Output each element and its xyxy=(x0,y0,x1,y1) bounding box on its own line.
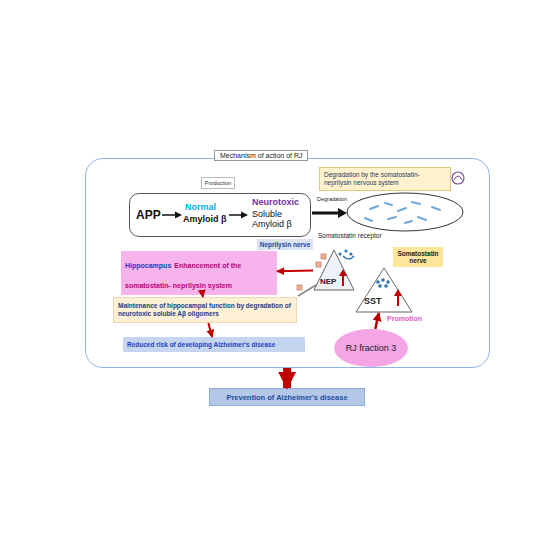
fragment xyxy=(398,208,406,211)
flow-connector xyxy=(277,269,313,272)
fragment xyxy=(370,206,378,209)
somatostatin-dot xyxy=(338,252,341,255)
neuron-triangle: SST xyxy=(355,267,413,313)
process-box: HippocampusEnhancement of the somatostat… xyxy=(121,251,277,295)
source-ellipse: RJ fraction 3 xyxy=(334,329,408,367)
increase-arrow xyxy=(342,275,344,286)
logo-mark xyxy=(454,176,462,180)
flow-connector xyxy=(283,368,291,388)
node-text: Production xyxy=(205,180,231,186)
fragment-ellipse xyxy=(347,193,463,231)
somatostatin-dot xyxy=(386,280,390,284)
flow-arrow xyxy=(162,214,176,216)
increase-arrow xyxy=(397,295,399,306)
node-text: RJ fraction 3 xyxy=(345,343,397,353)
arrow-label: Degradation xyxy=(316,196,348,202)
arrow-head xyxy=(175,212,182,219)
fragment xyxy=(432,207,440,210)
node-text: Neurotoxic xyxy=(252,197,299,207)
note-box: Degradation by the somatostatin-neprilys… xyxy=(319,167,451,191)
node-text: Prevention of Alzheimer's disease xyxy=(226,393,347,402)
node-text: APP xyxy=(136,208,161,222)
somatostatin-dot xyxy=(384,284,388,288)
neprilysin-molecule xyxy=(321,254,326,259)
node-text: Reduced risk of developing Alzheimer's d… xyxy=(127,341,275,348)
nerve-label-box: Neprilysin nerve xyxy=(257,239,313,250)
somatostatin-dot xyxy=(381,278,385,282)
part-label: Somatostatin receptor xyxy=(318,232,382,239)
node-text: Hippocampus xyxy=(125,262,171,269)
node-text: Degradation by the somatostatin-neprilys… xyxy=(324,171,446,187)
shape-outline xyxy=(356,268,412,312)
fragment xyxy=(365,218,372,221)
arrow-head xyxy=(394,289,402,296)
node-text: SST xyxy=(364,296,382,306)
node-text: Amyloid β xyxy=(183,214,227,224)
fragment xyxy=(418,217,426,220)
process-box: APP NormalAmyloid β NeurotoxicSoluble Amyl… xyxy=(129,193,311,237)
neprilysin-molecule xyxy=(316,262,321,267)
amyloid-fragments xyxy=(365,202,440,223)
frame-box: Mechanism of action of RJProductionAPPNo… xyxy=(85,158,490,368)
somatostatin-dot xyxy=(378,284,382,288)
fragment xyxy=(388,217,396,219)
arrow-head xyxy=(339,269,347,276)
neprilysin-molecule xyxy=(297,285,302,290)
nerve-label-box: Somatostatin nerve xyxy=(393,247,443,267)
node-text: Soluble Amyloid β xyxy=(252,209,306,230)
somatostatin-dot xyxy=(344,249,347,252)
fragment xyxy=(385,203,392,205)
result-box: Reduced risk of developing Alzheimer's d… xyxy=(123,337,305,352)
shape-outline xyxy=(355,267,413,313)
result-box: Prevention of Alzheimer's disease xyxy=(209,388,365,406)
somatostatin-dot xyxy=(376,280,380,284)
node-text: Maintenance of hippocampal function by d… xyxy=(118,302,292,318)
fragment xyxy=(412,202,420,204)
node-text: Somatostatin nerve xyxy=(395,250,441,265)
neuron-triangle: NEP xyxy=(313,249,355,291)
somatostatin-receptor xyxy=(343,256,354,259)
flow-connector xyxy=(375,313,379,329)
node-text: NEP xyxy=(320,277,336,286)
arrow-head xyxy=(241,212,248,219)
somatostatin-dot xyxy=(349,252,352,255)
flow-connector xyxy=(208,323,212,337)
logo-mark xyxy=(452,172,464,184)
shape-outline xyxy=(314,250,354,290)
flow-connector xyxy=(202,295,204,297)
process-box: Maintenance of hippocampal function by d… xyxy=(113,297,297,323)
node-text: Neprilysin nerve xyxy=(260,241,311,248)
nerve-process xyxy=(298,285,316,296)
flow-arrow xyxy=(229,214,242,216)
edge-label: Promotion xyxy=(387,315,422,322)
arrow-head xyxy=(338,208,347,218)
degradation-arrow xyxy=(312,212,339,215)
shape-outline xyxy=(334,329,408,367)
fragment xyxy=(405,221,412,223)
node-text: Normal xyxy=(185,202,216,212)
process-box: Production xyxy=(201,177,235,189)
node-text: Mechanism of action of RJ xyxy=(214,150,308,161)
